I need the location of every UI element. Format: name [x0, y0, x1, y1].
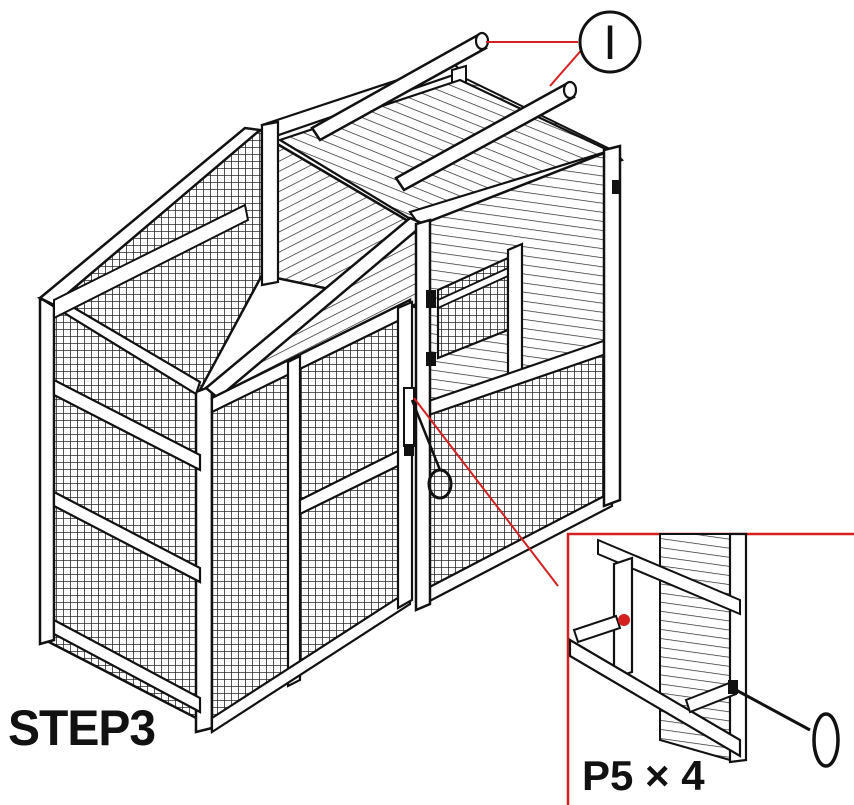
step-label: STEP3	[8, 701, 156, 757]
rod-part-one	[310, 31, 578, 192]
callout-lines	[413, 10, 642, 587]
part-number-label: Ⅰ	[603, 18, 617, 69]
detail-quantity-label: P5 × 4	[582, 752, 705, 799]
front-left-door	[210, 297, 414, 735]
front-right-section	[414, 144, 622, 612]
detail-inset	[566, 532, 854, 805]
door-hardware	[403, 180, 620, 500]
part-number-circle	[578, 10, 642, 74]
left-end-panel	[36, 126, 264, 734]
